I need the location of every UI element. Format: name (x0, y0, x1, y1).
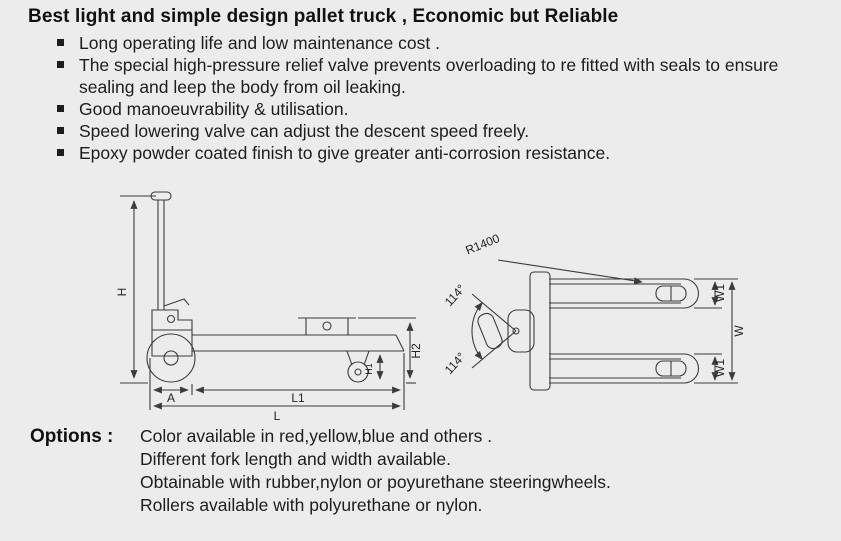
option-item: Obtainable with rubber,nylon or poyureth… (140, 472, 611, 492)
feature-item: Long operating life and low maintenance … (56, 32, 814, 54)
dim-label-l: L (274, 409, 281, 423)
square-bullet-icon (57, 149, 64, 156)
side-view-drawing: H H2 H1 A L1 L (115, 191, 423, 423)
square-bullet-icon (57, 39, 64, 46)
dim-width (694, 278, 738, 384)
angle-label-upper: 114° (442, 282, 469, 309)
dim-label-a: A (167, 391, 175, 405)
dim-label-w1-upper: W1 (713, 284, 727, 302)
dim-label-w1-lower: W1 (713, 359, 727, 377)
page-title: Best light and simple design pallet truc… (28, 6, 619, 27)
carriage (529, 271, 551, 391)
option-item: Color available in red,yellow,blue and o… (140, 426, 493, 446)
steering-assembly (471, 293, 520, 369)
feature-item: The special high-pressure relief valve p… (56, 54, 814, 98)
technical-drawings: H H2 H1 A L1 L (0, 186, 841, 426)
pump-top-view (507, 309, 535, 353)
top-view-drawing: R1400 114° 114° W1 W W1 (442, 231, 746, 391)
fork-side (192, 334, 405, 352)
load-roller (346, 350, 370, 383)
option-item: Rollers available with polyurethane or n… (140, 495, 483, 515)
feature-text: Speed lowering valve can adjust the desc… (79, 121, 530, 141)
feature-item: Good manoeuvrability & utilisation. (56, 98, 814, 120)
tiller-handle (150, 191, 172, 310)
fork-top (549, 278, 699, 309)
radius-label: R1400 (463, 231, 501, 257)
options-label: Options : (30, 426, 114, 447)
feature-text: The special high-pressure relief valve p… (79, 55, 779, 97)
feature-text: Epoxy powder coated finish to give great… (79, 143, 611, 163)
square-bullet-icon (57, 105, 64, 112)
square-bullet-icon (57, 61, 64, 68)
square-bullet-icon (57, 127, 64, 134)
dim-label-h: H (115, 288, 129, 297)
steering-wheel (146, 333, 196, 383)
fork-bottom (549, 353, 699, 384)
dim-label-h2: H2 (409, 343, 423, 359)
angle-label-lower: 114° (442, 350, 469, 377)
feature-list: Long operating life and low maintenance … (56, 32, 814, 164)
fork-bracket (298, 317, 356, 335)
pump-body (151, 298, 193, 357)
dim-h (120, 195, 156, 384)
feature-item: Speed lowering valve can adjust the desc… (56, 120, 814, 142)
feature-text: Good manoeuvrability & utilisation. (79, 99, 349, 119)
dim-label-l1: L1 (291, 391, 305, 405)
dim-bottom (149, 353, 405, 410)
feature-text: Long operating life and low maintenance … (79, 33, 440, 53)
options-list: Color available in red,yellow,blue and o… (140, 425, 611, 517)
feature-item: Epoxy powder coated finish to give great… (56, 142, 814, 164)
dim-label-h1: H1 (364, 363, 374, 375)
radius-leader-line (497, 259, 643, 285)
dim-label-w: W (732, 325, 746, 337)
dim-h2 (358, 317, 416, 384)
option-item: Different fork length and width availabl… (140, 449, 451, 469)
